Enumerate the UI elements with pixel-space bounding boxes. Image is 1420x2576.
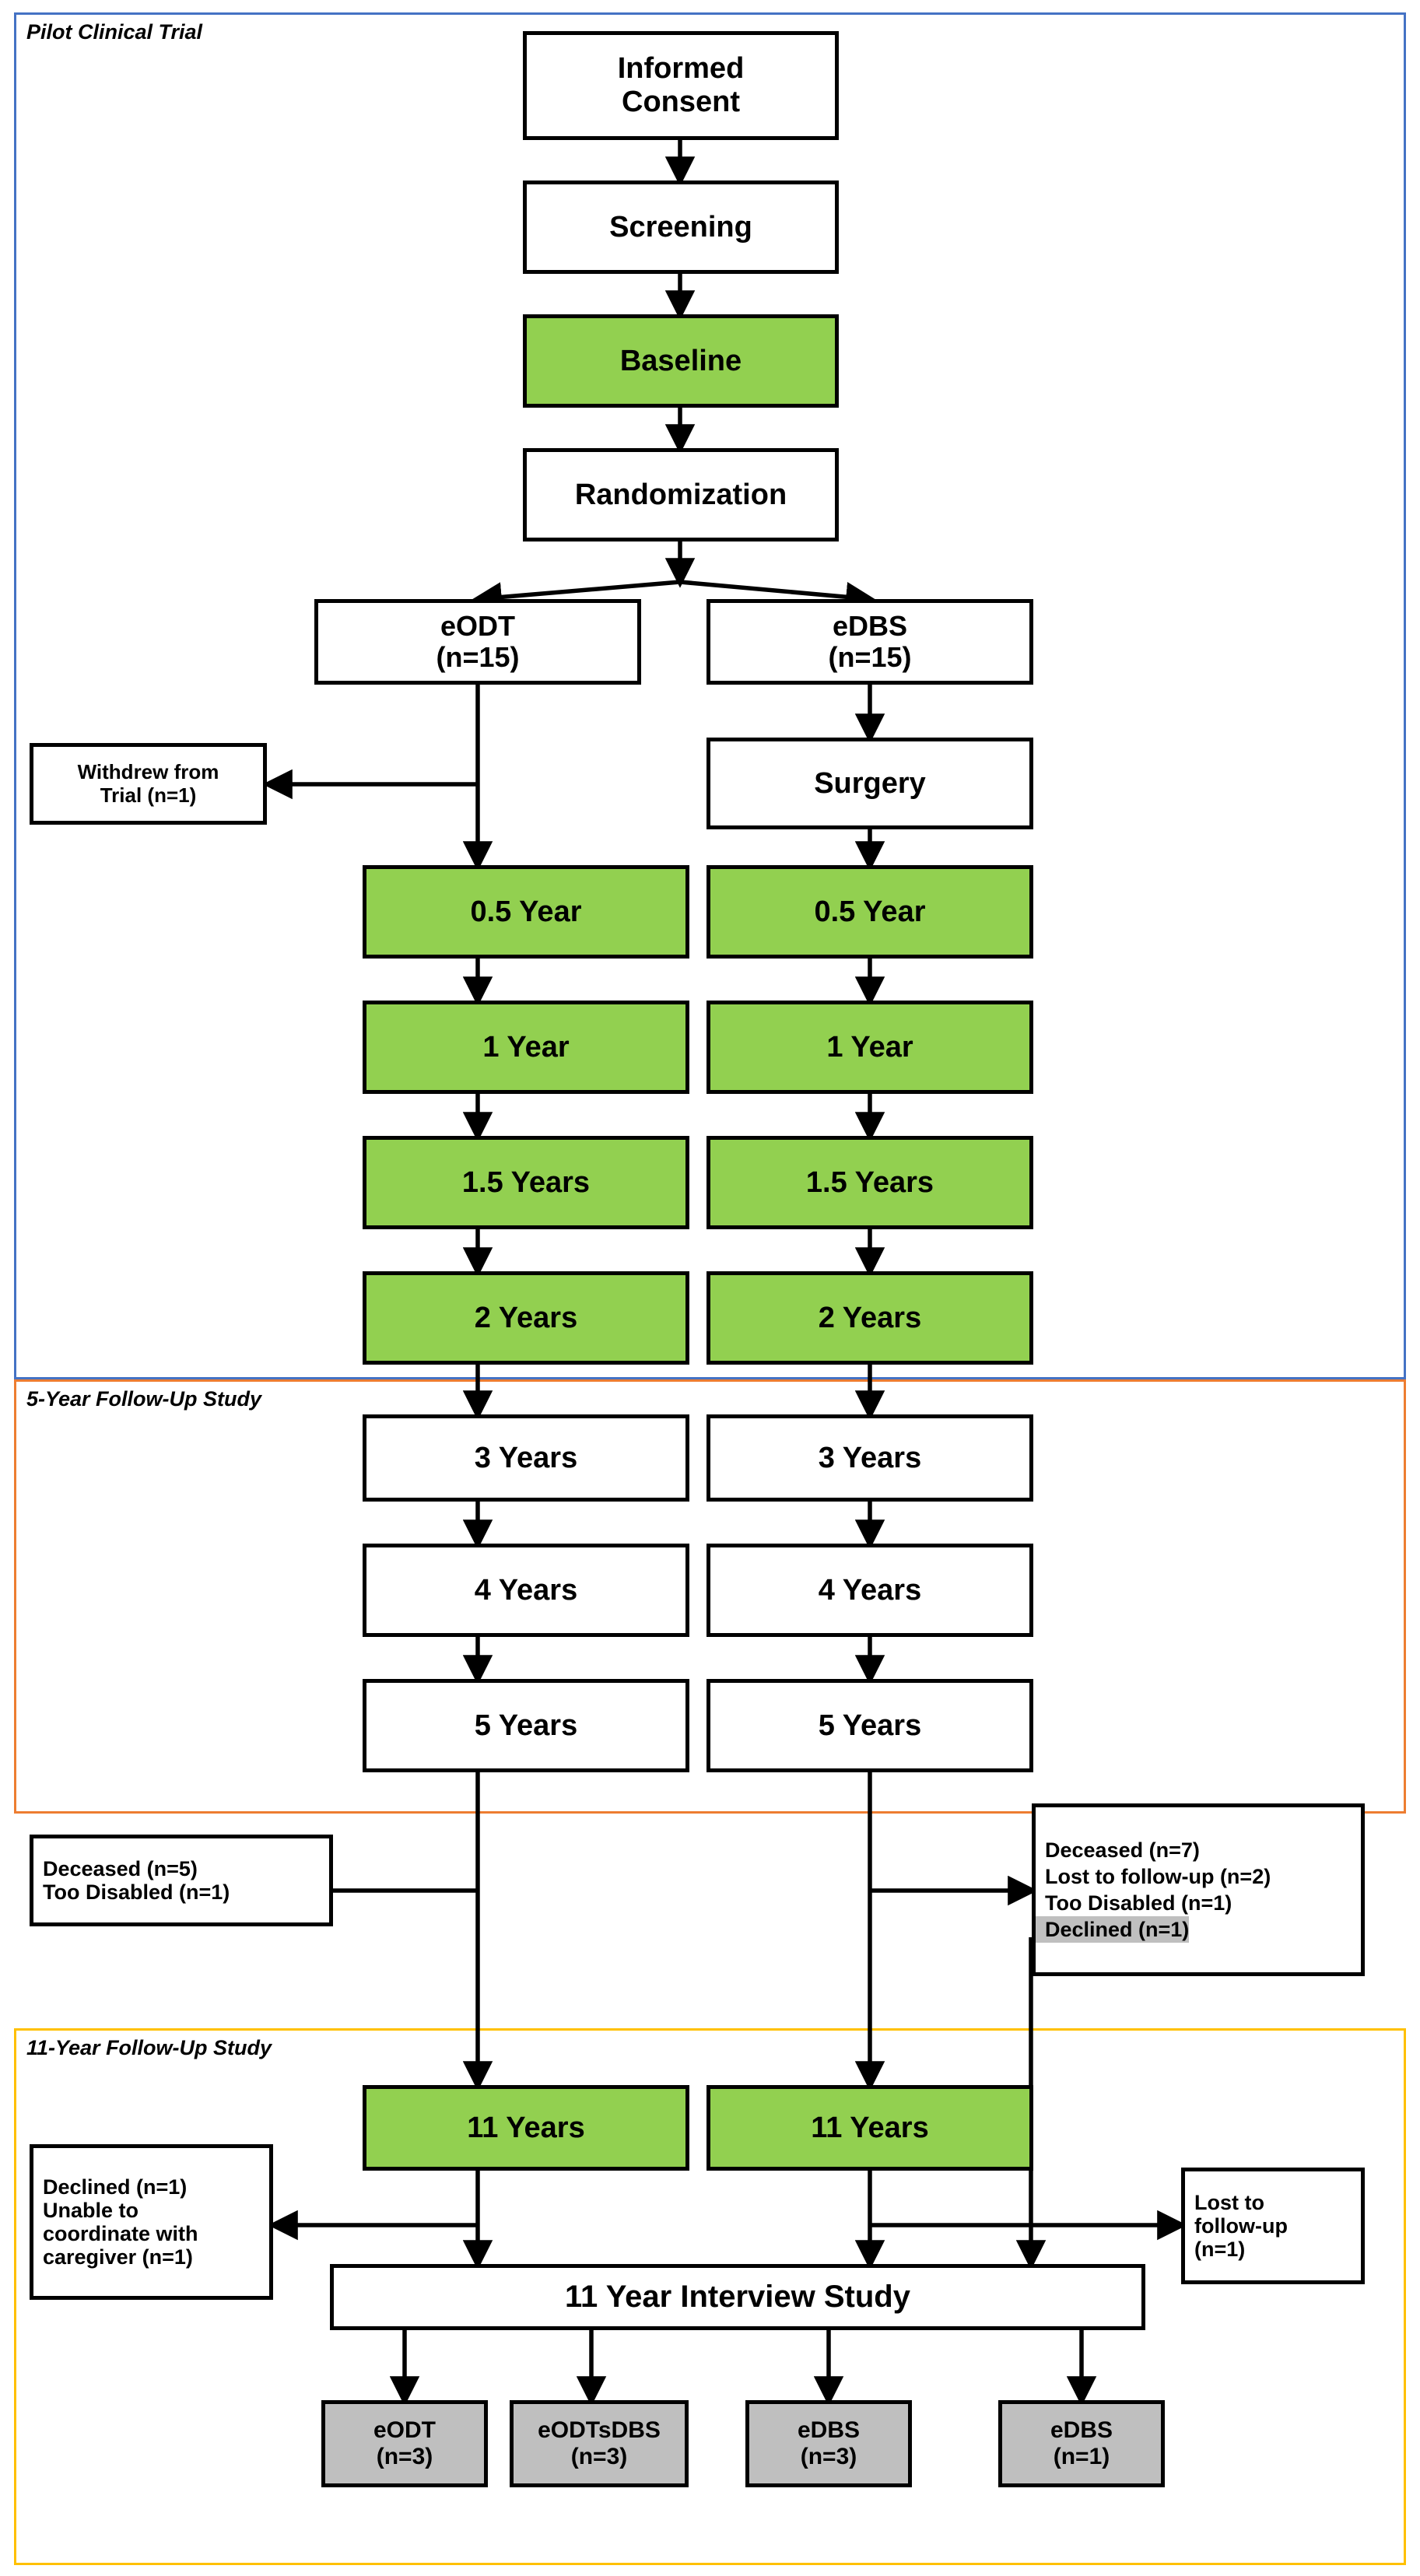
- node-eodt-1-5-years: 1.5 Years: [363, 1136, 689, 1229]
- node-output-edbs-3: eDBS (n=3): [745, 2400, 912, 2487]
- node-eodt-4-years: 4 Years: [363, 1544, 689, 1637]
- node-baseline-label: Baseline: [619, 344, 742, 377]
- node-eodt-11-years: 11 Years: [363, 2085, 689, 2171]
- node-eodt-attrition-5yr: Deceased (n=5) Too Disabled (n=1): [30, 1835, 333, 1926]
- node-surgery: Surgery: [706, 738, 1033, 829]
- node-surgery-label: Surgery: [814, 766, 926, 800]
- frame-5-year-follow-up: [14, 1379, 1406, 1814]
- node-eodt-attrition-11yr-label: Declined (n=1) Unable to coordinate with…: [43, 2175, 198, 2269]
- node-eodt-5-years: 5 Years: [363, 1679, 689, 1772]
- node-output-eodtsdbs: eODTsDBS (n=3): [510, 2400, 689, 2487]
- node-edbs-11-years-label: 11 Years: [811, 2111, 929, 2144]
- node-edbs-attrition-11yr-label: Lost to follow-up (n=1): [1194, 2190, 1288, 2262]
- node-edbs-arm: eDBS (n=15): [706, 599, 1033, 685]
- node-informed-consent: Informed Consent: [523, 31, 839, 140]
- node-edbs-attrition-declined: Declined (n=1): [1036, 1916, 1190, 1943]
- node-eodt-0-5-year-label: 0.5 Year: [470, 895, 582, 928]
- node-eodt-arm: eODT (n=15): [314, 599, 641, 685]
- node-edbs-4-years: 4 Years: [706, 1544, 1033, 1637]
- node-randomization: Randomization: [523, 448, 839, 541]
- node-edbs-3-years: 3 Years: [706, 1414, 1033, 1502]
- frame-11-year-label: 11-Year Follow-Up Study: [26, 2036, 272, 2059]
- node-edbs-attrition-lost: Lost to follow-up (n=2): [1045, 1864, 1271, 1888]
- node-edbs-attrition-11yr: Lost to follow-up (n=1): [1181, 2168, 1365, 2284]
- node-eodt-1-5-years-label: 1.5 Years: [461, 1165, 591, 1199]
- node-edbs-1-year-label: 1 Year: [826, 1030, 913, 1064]
- node-eodt-2-years-label: 2 Years: [474, 1301, 578, 1334]
- node-output-eodt-label: eODT (n=3): [373, 2417, 436, 2469]
- node-eodt-attrition-5yr-label: Deceased (n=5) Too Disabled (n=1): [43, 1856, 230, 1904]
- node-edbs-arm-label: eDBS (n=15): [828, 609, 912, 673]
- frame-pilot-clinical-trial: [14, 12, 1406, 1379]
- node-edbs-3-years-label: 3 Years: [818, 1441, 922, 1474]
- node-edbs-0-5-year-label: 0.5 Year: [814, 895, 926, 928]
- node-edbs-5-years-label: 5 Years: [818, 1709, 922, 1742]
- node-withdrew-from-trial: Withdrew from Trial (n=1): [30, 743, 267, 825]
- node-eodt-arm-label: eODT (n=15): [436, 609, 520, 673]
- node-screening-label: Screening: [609, 210, 752, 244]
- node-eodt-5-years-label: 5 Years: [474, 1709, 578, 1742]
- node-edbs-1-5-years-label: 1.5 Years: [805, 1165, 934, 1199]
- node-edbs-0-5-year: 0.5 Year: [706, 865, 1033, 959]
- node-eodt-3-years-label: 3 Years: [474, 1441, 578, 1474]
- frame-11-year-follow-up: [14, 2028, 1406, 2565]
- node-informed-consent-label: Informed Consent: [617, 52, 745, 118]
- node-baseline: Baseline: [523, 314, 839, 408]
- node-edbs-2-years: 2 Years: [706, 1271, 1033, 1365]
- node-eodt-attrition-11yr: Declined (n=1) Unable to coordinate with…: [30, 2144, 273, 2300]
- node-output-edbs-1: eDBS (n=1): [998, 2400, 1165, 2487]
- node-edbs-5-years: 5 Years: [706, 1679, 1033, 1772]
- node-eodt-1-year: 1 Year: [363, 1001, 689, 1094]
- node-11-year-interview-study: 11 Year Interview Study: [330, 2264, 1145, 2330]
- node-output-edbs-3-label: eDBS (n=3): [797, 2417, 861, 2469]
- node-output-edbs-1-label: eDBS (n=1): [1050, 2417, 1113, 2469]
- node-output-eodt: eODT (n=3): [321, 2400, 488, 2487]
- node-edbs-attrition-5yr: Deceased (n=7) Lost to follow-up (n=2) T…: [1032, 1803, 1365, 1976]
- node-output-eodtsdbs-label: eODTsDBS (n=3): [538, 2417, 661, 2469]
- node-edbs-attrition-disabled: Too Disabled (n=1): [1045, 1891, 1232, 1915]
- node-edbs-attrition-deceased: Deceased (n=7): [1045, 1838, 1200, 1862]
- node-randomization-label: Randomization: [574, 478, 787, 511]
- node-screening: Screening: [523, 180, 839, 274]
- node-edbs-2-years-label: 2 Years: [818, 1301, 922, 1334]
- node-eodt-3-years: 3 Years: [363, 1414, 689, 1502]
- node-eodt-11-years-label: 11 Years: [467, 2111, 585, 2144]
- node-edbs-11-years: 11 Years: [706, 2085, 1033, 2171]
- node-11-year-interview-study-label: 11 Year Interview Study: [565, 2280, 910, 2315]
- node-edbs-4-years-label: 4 Years: [818, 1573, 922, 1607]
- node-edbs-1-year: 1 Year: [706, 1001, 1033, 1094]
- frame-5-year-label: 5-Year Follow-Up Study: [26, 1387, 262, 1411]
- node-eodt-1-year-label: 1 Year: [482, 1030, 570, 1064]
- node-eodt-4-years-label: 4 Years: [474, 1573, 578, 1607]
- node-edbs-1-5-years: 1.5 Years: [706, 1136, 1033, 1229]
- node-eodt-2-years: 2 Years: [363, 1271, 689, 1365]
- node-eodt-0-5-year: 0.5 Year: [363, 865, 689, 959]
- node-withdrew-label: Withdrew from Trial (n=1): [77, 760, 219, 807]
- frame-pilot-label: Pilot Clinical Trial: [26, 20, 203, 44]
